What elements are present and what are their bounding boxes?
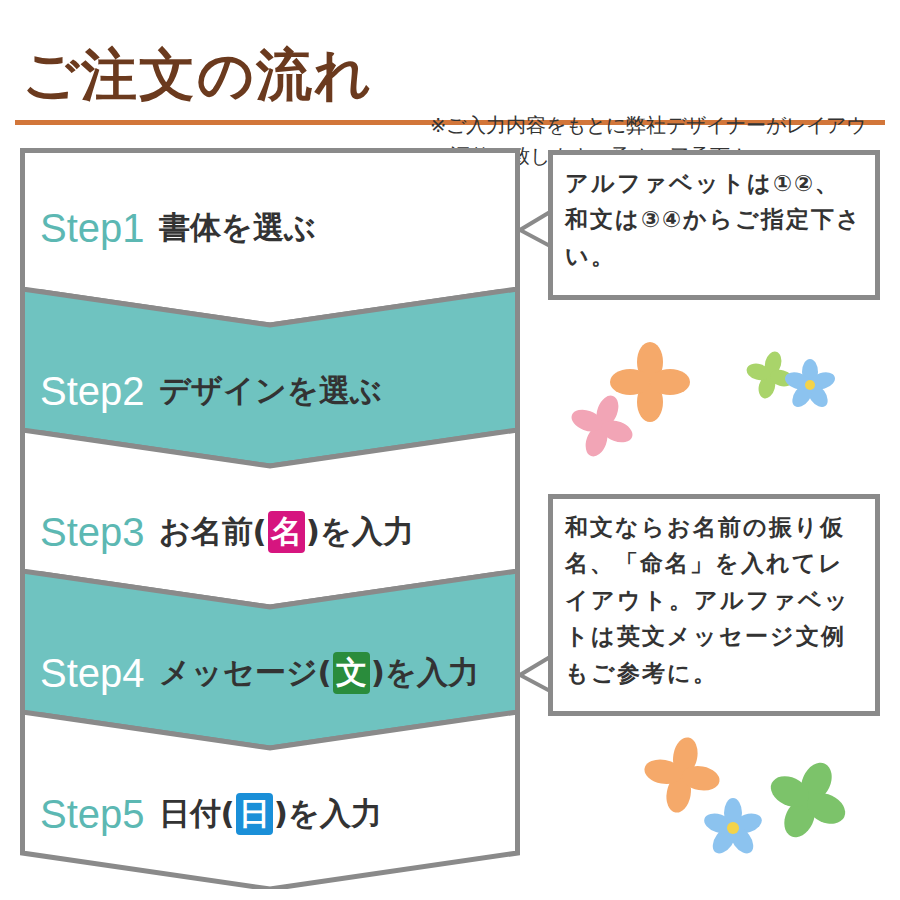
- step-label: 日付(: [159, 793, 235, 835]
- field-badge: 名: [268, 511, 305, 553]
- step-row: Step4 メッセージ(文)を入力: [40, 643, 512, 703]
- step-label: )を入力: [306, 511, 414, 553]
- flower: [702, 798, 765, 858]
- title: ご注文の流れ: [22, 38, 900, 114]
- step-number: Step5: [40, 792, 145, 837]
- callout-box: アルファベットは①②、和文は③④からご指定下さい。: [548, 150, 880, 300]
- callout-box: 和文ならお名前の振り仮名、「命名」を入れてレイアウト。アルファベットは英文メッセ…: [548, 494, 880, 716]
- step-label: )を入力: [274, 793, 382, 835]
- chevron-outline: [23, 712, 518, 889]
- step-label: メッセージ(: [159, 652, 332, 694]
- field-badge: 日: [236, 793, 273, 835]
- step-row: Step3 お名前(名)を入力: [40, 502, 512, 562]
- step-number: Step3: [40, 510, 145, 555]
- step-row: Step1 書体を選ぶ: [40, 198, 512, 258]
- field-badge: 文: [333, 652, 370, 694]
- step-label: お名前(: [159, 511, 267, 553]
- step-row: Step5 日付(日)を入力: [40, 784, 512, 844]
- step-chevron: Step5 日付(日)を入力: [20, 712, 520, 889]
- step-number: Step4: [40, 651, 145, 696]
- step-label: デザインを選ぶ: [159, 370, 382, 412]
- callout-tail: [520, 657, 550, 691]
- flower: [783, 359, 837, 411]
- flower: [638, 731, 726, 819]
- step-row: Step2 デザインを選ぶ: [40, 361, 512, 421]
- step-label: )を入力: [371, 652, 479, 694]
- flower: [610, 342, 690, 422]
- callout-tail: [520, 212, 550, 246]
- step-number: Step2: [40, 369, 145, 414]
- step-number: Step1: [40, 206, 145, 251]
- callout-text: 和文ならお名前の振り仮名、「命名」を入れてレイアウト。アルファベットは英文メッセ…: [565, 514, 850, 686]
- step-label: 書体を選ぶ: [159, 207, 316, 249]
- callout-text: アルファベットは①②、和文は③④からご指定下さい。: [565, 170, 862, 269]
- flower: [561, 385, 643, 467]
- flower: [755, 747, 861, 853]
